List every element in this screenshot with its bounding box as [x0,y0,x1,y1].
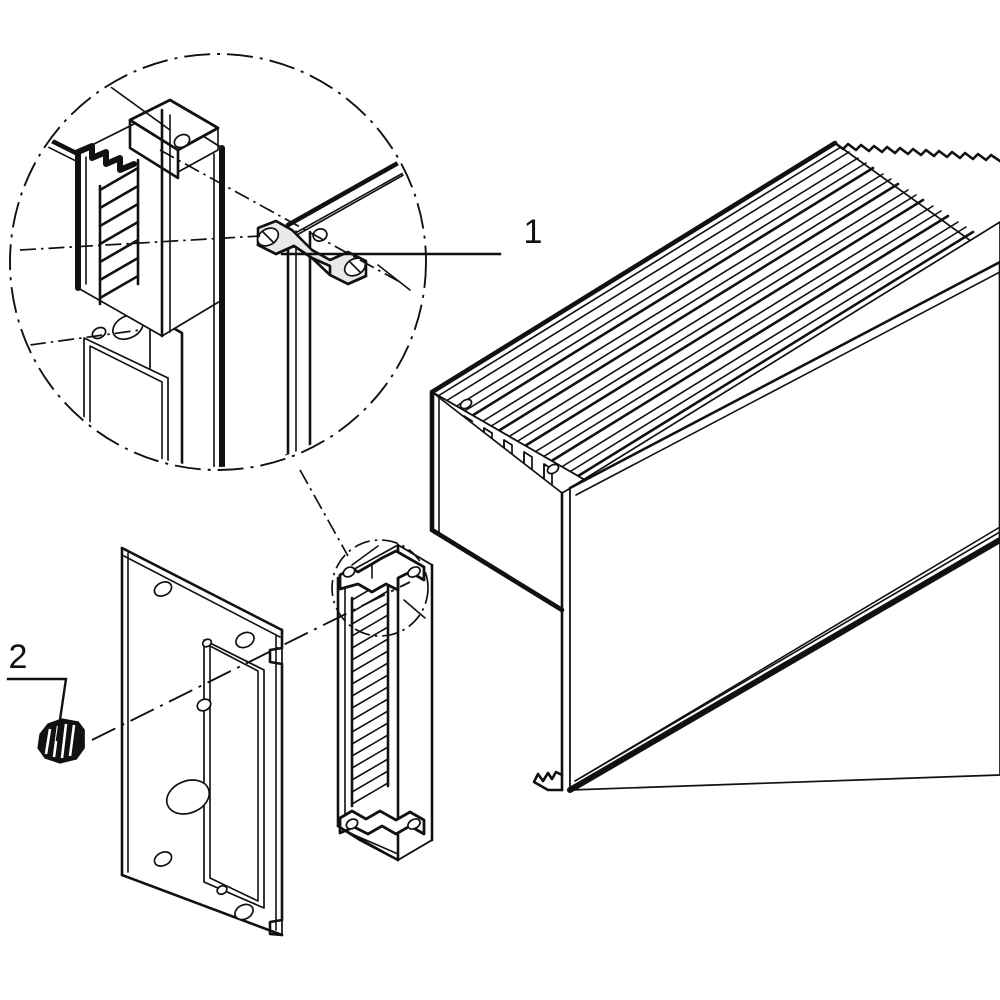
callout-1: 1 [280,213,543,256]
detail-source-circle [331,539,429,637]
right-face-top-edge [568,260,1000,490]
magnified-detail-circle [9,53,427,471]
callout-2-leader [6,677,68,742]
source-pointer-b [403,599,426,619]
source-pointer-a [351,545,379,566]
front-panel-bottom-edge [120,873,284,937]
heat-sink-enclosure [429,140,1000,793]
right-face-bottom-edge [567,537,1000,793]
panel-hole-small [216,884,228,896]
module-top-bracket [338,549,426,594]
detail-wall-hole [312,228,328,242]
detail-module-cap-hole [173,133,191,149]
detail-connector-ribs [98,158,140,306]
callout-1-label: 1 [524,213,543,251]
detail-pointer-a [107,84,171,131]
front-panel-right-profile [268,628,284,937]
detail-retaining-bracket [256,219,368,286]
panel-hole-top-right [235,631,255,649]
detail-connector-module [75,98,225,467]
front-panel-top-edge [120,546,284,632]
connector-ribs [350,574,390,808]
heat-sink-boss-upper [459,398,473,410]
connector-module [336,543,434,862]
detail-pointer-b [377,264,411,291]
detail-axis-chain-c [29,329,141,346]
detail-module-step-profile [75,143,137,173]
panel-hole-top-left [153,581,173,597]
panel-oval-opening [165,779,211,815]
detail-view-annotations [9,53,429,637]
connector-module-side [397,544,433,861]
assembly-axis-lines [91,581,411,741]
panel-hole-bottom-right [234,903,254,921]
heat-sink-left-bottom-edge [429,527,565,613]
source-detail-pointers [351,545,426,619]
screw-assembly-axis [91,581,411,741]
heat-sink-far-edge-teeth [833,141,1000,163]
panel-hole-bottom-left [153,851,173,867]
heat-sink-right-face [569,221,1000,791]
heat-sink-boss-lower [546,463,560,475]
front-panel-plate [120,546,284,937]
callout-2-label: 2 [9,638,28,676]
detail-axis-chain-a [19,235,261,251]
detail-axis-chain-b [159,149,401,283]
module-bottom-bracket [338,809,426,836]
enclosure-interlock-profile [532,770,564,792]
panel-stud [201,638,213,648]
callout-2: 2 [6,638,68,742]
panel-hole-middle [196,698,212,712]
